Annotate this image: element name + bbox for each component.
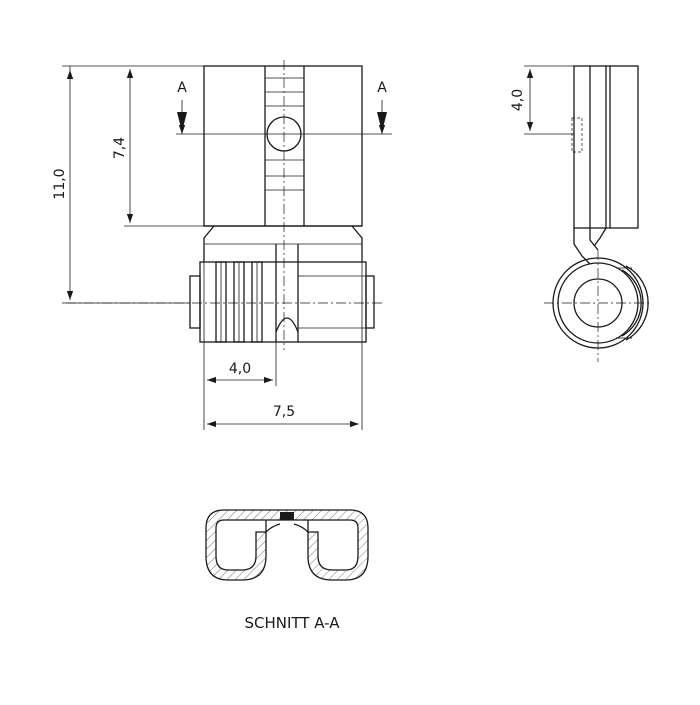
section-marker-right: A xyxy=(377,80,387,96)
section-marker-left: A xyxy=(177,80,187,96)
dim-grip-width: 4,0 xyxy=(229,361,251,377)
front-body-outline xyxy=(203,65,363,227)
side-view: 4,0 xyxy=(510,65,652,362)
section-profile xyxy=(205,509,369,581)
section-view: SCHNITT A-A xyxy=(205,509,369,632)
dim-side-height: 4,0 xyxy=(510,89,526,111)
grip-outline xyxy=(199,261,367,343)
right-stub xyxy=(365,275,375,329)
front-view: A A 11,0 7,4 4,0 7,5 xyxy=(52,60,392,430)
dim-upper-height: 7,4 xyxy=(112,137,128,159)
left-stub xyxy=(189,275,201,329)
section-center-fill xyxy=(280,512,294,520)
dim-total-height: 11,0 xyxy=(52,168,68,199)
section-title: SCHNITT A-A xyxy=(244,614,340,632)
dim-total-width: 7,5 xyxy=(273,404,295,420)
